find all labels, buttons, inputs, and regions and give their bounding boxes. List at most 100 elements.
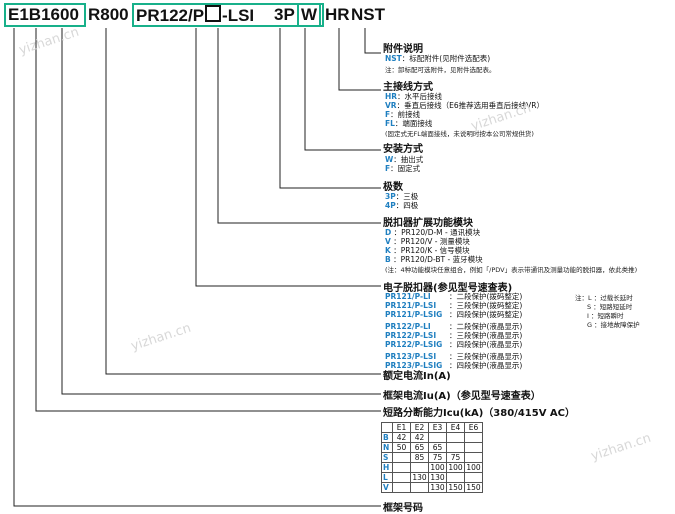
table-cell: E6 [464,422,483,433]
code-accessory: NST [351,5,385,24]
table-cell: 150 [464,482,483,493]
breaking-capacity-table: E1 E2 E3 E4 E6 B 42 42 N 50 65 65 S 85 7… [381,422,483,493]
release-row: PR121/P-LSI [385,301,437,310]
table-cell [392,462,411,473]
table-cell: 100 [446,462,465,473]
table-cell [464,442,483,453]
leader-module [217,28,381,224]
table-cell: 42 [392,432,411,443]
table-cell [410,482,429,493]
terminal-row: VR：垂直后接线（E6推荐选用垂直后接线VR） [385,101,544,110]
release-desc: ：四段保护(液晶显示) [449,361,523,370]
table-row: V 130 150 150 [381,482,483,493]
release-row: PR123/P-LSIG [385,361,443,370]
table-cell: V [381,482,393,493]
nst-row: NST：标配附件(见附件选配表) [385,54,491,63]
release-row: PR121/P-LI [385,292,431,301]
release-title: 电子脱扣器(参见型号速查表) [383,283,513,294]
leader-terminal [338,28,381,91]
table-cell: E4 [446,422,465,433]
leader-nst [364,28,381,54]
install-row: F：固定式 [385,164,421,173]
leader-frame [61,28,381,395]
module-row: K ：PR120/K - 信号模块 [385,246,470,255]
code-rated-current: R800 [88,5,129,24]
table-cell: 75 [428,452,447,463]
table-cell: E2 [410,422,429,433]
release-legend-item: 注：L ：过载长延时 [575,294,633,302]
table-cell [428,432,447,443]
poles-title: 极数 [383,182,403,193]
code-frame-segment: E1B1600 [4,3,86,27]
leader-rated [105,28,381,375]
table-cell [392,452,411,463]
table-cell: 65 [428,442,447,453]
rated-title: 额定电流In(A) [383,371,451,382]
table-cell [381,422,393,433]
table-cell: H [381,462,393,473]
nst-note: 注：卸标配可选附件，见附件选配表。 [385,66,496,74]
table-cell: B [381,432,393,443]
release-desc: ：三段保护(液晶显示) [449,352,523,361]
module-placeholder-icon [205,5,222,22]
table-cell: E1 [392,422,411,433]
table-row: E1 E2 E3 E4 E6 [381,422,483,433]
release-legend-item: I ：短路瞬时 [587,312,624,320]
table-cell [464,452,483,463]
table-cell: 75 [446,452,465,463]
terminal-note: (固定式无FL端面接线，未说明时按本公司常规供货) [385,130,534,138]
release-desc: ：二段保护(液晶显示) [449,322,523,331]
terminal-row: HR：水平后接线 [385,92,443,101]
table-cell: 85 [410,452,429,463]
table-cell [392,482,411,493]
leader-model [13,28,381,507]
table-cell [464,472,483,483]
table-cell: 130 [428,472,447,483]
table-cell: 50 [392,442,411,453]
leader-breaking [35,28,381,412]
table-cell: 100 [464,462,483,473]
install-row: W：抽出式 [385,155,424,164]
terminal-title: 主接线方式 [383,82,433,93]
release-desc: ：三段保护(液晶显示) [449,331,523,340]
module-row: B ：PR120/D-BT - 蓝牙模块 [385,255,483,264]
table-cell [392,472,411,483]
release-desc: ：四段保护(液晶显示) [449,340,523,349]
module-note: (注：4种功能模块任意组合，例如「/PDV」表示带通讯及测量功能的脱扣器，依此类… [385,266,638,274]
leader-release [195,28,381,287]
table-cell: 65 [410,442,429,453]
model-code: E1B1600 R800 PR122/P-LSI 3P W HR NST [4,3,385,28]
table-cell: E3 [428,422,447,433]
table-cell [464,432,483,443]
table-cell: 42 [410,432,429,443]
release-desc: ：四段保护(拨码整定) [449,310,523,319]
leader-poles [279,28,381,189]
table-cell: 130 [410,472,429,483]
table-cell: L [381,472,393,483]
table-row: S 85 75 75 [381,452,483,463]
release-desc: ：三段保护(拨码整定) [449,301,523,310]
table-cell: S [381,452,393,463]
module-row: V ：PR120/V - 测量模块 [385,237,470,246]
release-row: PR123/P-LSI [385,352,437,361]
release-desc: ：二段保护(拨码整定) [449,292,523,301]
table-cell: 100 [428,462,447,473]
release-row: PR122/P-LI [385,322,431,331]
model-title: 框架号码 [383,503,423,514]
table-row: B 42 42 [381,432,483,443]
release-legend-item: S ：短路短延时 [587,303,633,311]
install-title: 安装方式 [383,144,423,155]
table-cell: N [381,442,393,453]
frame-title: 框架电流Iu(A)（参见型号速查表） [383,391,541,402]
poles-row: 3P：三极 [385,192,419,201]
table-row: H 100 100 100 [381,462,483,473]
table-cell: 130 [428,482,447,493]
module-row: D ：PR120/D-M - 通讯模块 [385,228,481,237]
poles-row: 4P：四极 [385,201,419,210]
code-poles: 3P [274,5,295,24]
module-title: 脱扣器扩展功能模块 [383,218,473,229]
release-row: PR121/P-LSIG [385,310,443,319]
leader-install [304,28,381,151]
table-cell [446,432,465,443]
